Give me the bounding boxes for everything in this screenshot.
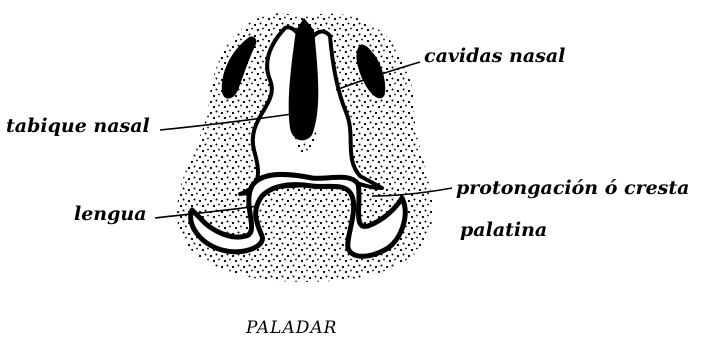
label-cresta-line2: palatina <box>460 219 547 241</box>
caption-paladar: PALADAR <box>245 318 337 338</box>
label-cavidad-nasal: cavidas nasal <box>424 45 565 67</box>
label-lengua: lengua <box>74 203 147 225</box>
label-cresta-line1: protongación ó cresta <box>456 177 689 199</box>
label-tabique-nasal: tabique nasal <box>6 115 150 137</box>
